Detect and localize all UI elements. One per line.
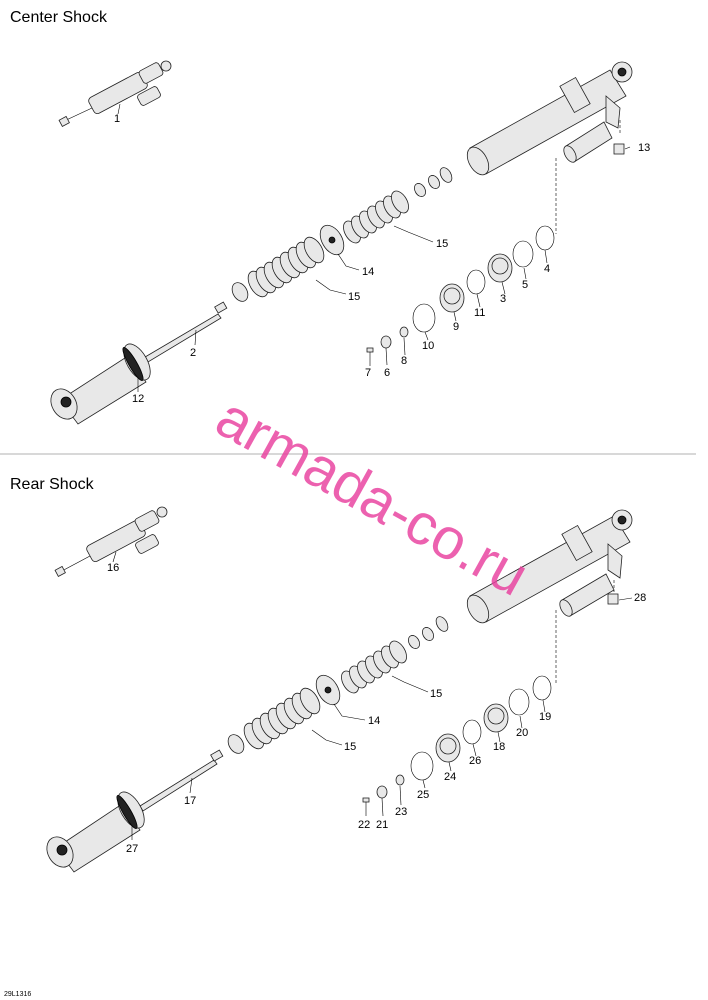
callout-1: 1 [114, 113, 120, 125]
callout-13: 13 [638, 142, 650, 154]
piston-rod [139, 301, 228, 366]
shock-body [466, 509, 633, 684]
callout-16: 16 [107, 562, 119, 574]
callout-10: 10 [422, 340, 434, 352]
spring-stack-upper [343, 167, 453, 244]
section-center-shock: Center Shock [10, 9, 650, 425]
callout-8: 8 [401, 355, 407, 367]
spring-stack-lower [231, 236, 325, 302]
callout-15-lower: 15 [348, 291, 360, 303]
callout-15-upper: 15 [430, 688, 442, 700]
callout-28: 28 [634, 592, 646, 604]
shock-body [466, 61, 633, 234]
callout-12: 12 [132, 393, 144, 405]
callout-26: 26 [469, 755, 481, 767]
figure-code: 29L1316 [4, 991, 31, 998]
seal-rings [362, 593, 619, 803]
section-title: Center Shock [10, 9, 108, 26]
lower-eyelet [46, 791, 145, 873]
callout-20: 20 [516, 727, 528, 739]
section-title: Rear Shock [10, 476, 95, 493]
assembly-thumbnail [54, 506, 168, 577]
spring-stack-upper [341, 616, 449, 694]
callout-27: 27 [126, 843, 138, 855]
callout-21: 21 [376, 819, 388, 831]
callout-4: 4 [544, 263, 550, 275]
seal-rings [366, 143, 625, 353]
spring-stack-lower [227, 687, 321, 754]
callout-5: 5 [522, 279, 528, 291]
callout-24: 24 [444, 771, 456, 783]
callout-15-upper: 15 [436, 238, 448, 250]
callout-2: 2 [190, 347, 196, 359]
leader-lines [117, 103, 631, 392]
watermark: armada-co.ru [206, 385, 539, 609]
callout-3: 3 [500, 293, 506, 305]
callout-7: 7 [365, 367, 371, 379]
callout-labels: 16 17 18 19 20 21 22 23 24 25 26 27 28 1… [107, 562, 646, 855]
callout-9: 9 [453, 321, 459, 333]
callout-17: 17 [184, 795, 196, 807]
callout-6: 6 [384, 367, 390, 379]
callout-labels: 1 2 3 4 5 6 7 8 9 10 11 12 13 14 15 15 [114, 113, 650, 405]
callout-14: 14 [362, 266, 374, 278]
callout-22: 22 [358, 819, 370, 831]
callout-25: 25 [417, 789, 429, 801]
leader-lines [112, 551, 633, 840]
section-rear-shock: Rear Shock [10, 476, 646, 873]
callout-11: 11 [474, 307, 485, 319]
callout-15-lower: 15 [344, 741, 356, 753]
callout-14: 14 [368, 715, 380, 727]
callout-18: 18 [493, 741, 505, 753]
piston [319, 224, 345, 256]
piston-rod [139, 749, 224, 812]
lower-eyelet [50, 343, 151, 425]
callout-23: 23 [395, 806, 407, 818]
piston [315, 674, 341, 706]
assembly-thumbnail [58, 60, 172, 127]
callout-19: 19 [539, 711, 551, 723]
